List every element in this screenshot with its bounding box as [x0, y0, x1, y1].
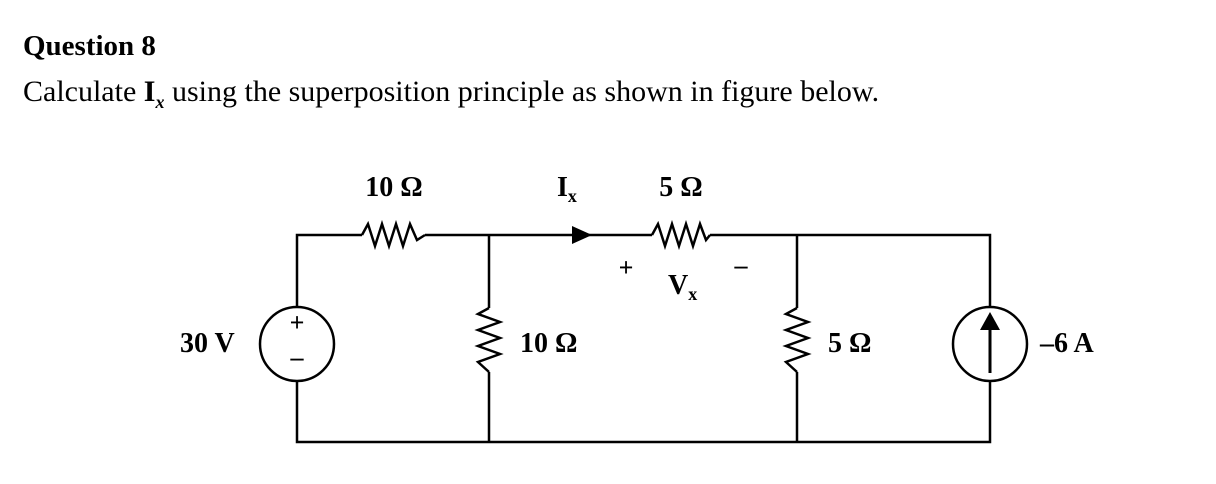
resistor-10-ohm-shunt — [474, 306, 504, 373]
r-mid-left-label: 10 Ω — [520, 328, 577, 359]
current-source-arrow-icon — [980, 312, 1000, 373]
resistor-5-ohm-shunt — [782, 306, 812, 373]
question-title: Question 8 — [23, 30, 156, 62]
ix-arrow-icon — [572, 226, 592, 244]
prompt-variable: Ix — [143, 75, 165, 112]
r-top-left-label: 10 Ω — [365, 172, 422, 203]
prompt-text-before: Calculate — [23, 75, 144, 108]
isrc-label: –6 A — [1039, 328, 1094, 359]
r-top-right-label: 5 Ω — [659, 172, 702, 203]
vx-label: Vx — [668, 270, 697, 304]
circuit-wires — [295, 233, 992, 444]
prompt-text-after: using the superposition principle as sho… — [164, 75, 880, 108]
vx-minus-label: – — [734, 251, 749, 280]
vsrc-label: 30 V — [180, 328, 235, 359]
resistor-5-ohm-series — [650, 219, 711, 251]
question-prompt: Calculate Ix using the superposition pri… — [23, 75, 879, 113]
vsrc-minus-sign: – — [290, 343, 305, 372]
r-mid-right-label: 5 Ω — [828, 328, 871, 359]
vsrc-plus-sign: + — [290, 308, 305, 337]
voltage-source-icon — [258, 305, 336, 383]
vx-plus-label: + — [619, 253, 634, 282]
resistor-10-ohm-series — [360, 219, 426, 251]
ix-label: Ix — [557, 172, 577, 206]
